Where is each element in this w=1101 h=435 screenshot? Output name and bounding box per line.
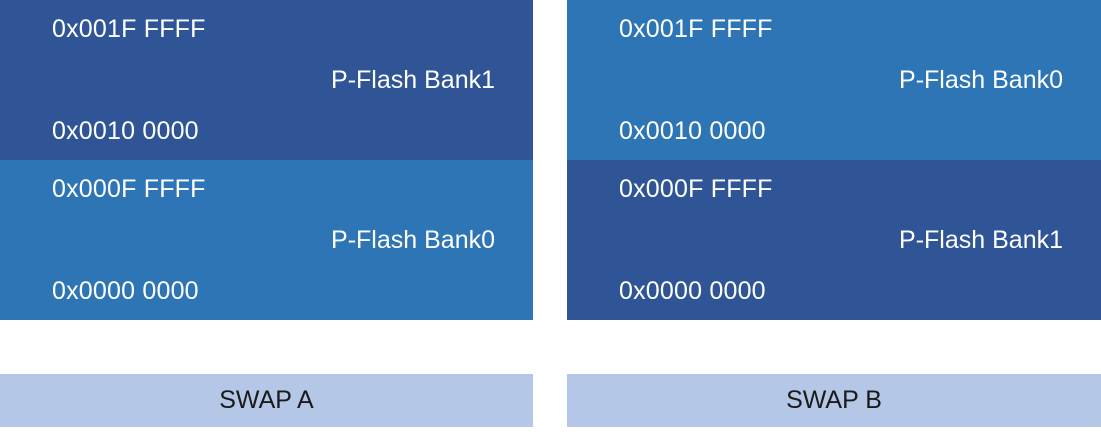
swap-b-upper-bank: 0x001F FFFF P-Flash Bank0 0x0010 0000 [567,0,1101,160]
swap-b-upper-bank-label: P-Flash Bank0 [899,66,1063,94]
swap-a-lower-bank: 0x000F FFFF P-Flash Bank0 0x0000 0000 [0,160,533,320]
swap-b-memory-map: 0x001F FFFF P-Flash Bank0 0x0010 0000 0x… [567,0,1101,320]
swap-b-lower-bottom-address: 0x0000 0000 [619,277,766,305]
swap-b-lower-bank: 0x000F FFFF P-Flash Bank1 0x0000 0000 [567,160,1101,320]
swap-a-upper-bank: 0x001F FFFF P-Flash Bank1 0x0010 0000 [0,0,533,160]
swap-a-upper-top-address: 0x001F FFFF [52,15,206,43]
swap-a-memory-map: 0x001F FFFF P-Flash Bank1 0x0010 0000 0x… [0,0,533,320]
swap-a-lower-bottom-address: 0x0000 0000 [52,277,199,305]
swap-a-lower-bank-label: P-Flash Bank0 [331,226,495,254]
swap-b-caption: SWAP B [567,374,1101,427]
swap-b-upper-top-address: 0x001F FFFF [619,15,773,43]
swap-a-lower-top-address: 0x000F FFFF [52,175,206,203]
swap-b-upper-bottom-address: 0x0010 0000 [619,117,766,145]
swap-a-caption: SWAP A [0,374,533,427]
swap-a-upper-bottom-address: 0x0010 0000 [52,117,199,145]
swap-a-upper-bank-label: P-Flash Bank1 [331,66,495,94]
swap-b-lower-bank-label: P-Flash Bank1 [899,226,1063,254]
swap-b-lower-top-address: 0x000F FFFF [619,175,773,203]
